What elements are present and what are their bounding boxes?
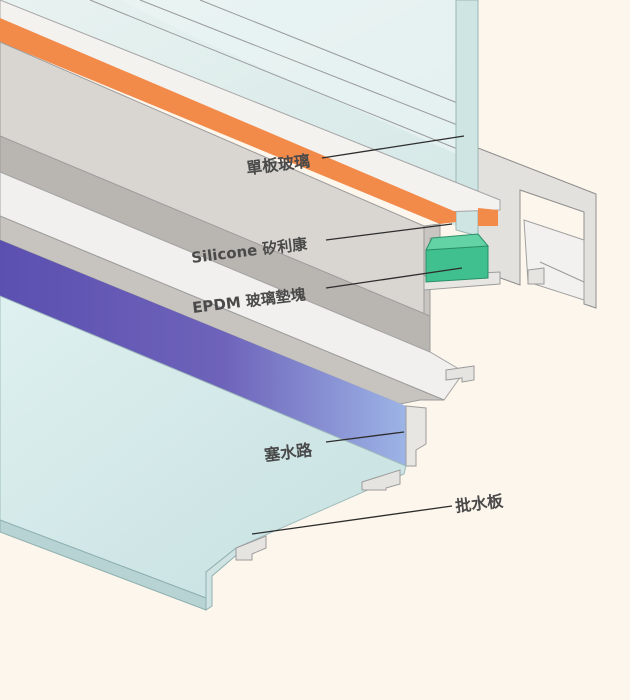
sill-foot-3 [527, 267, 545, 285]
leader-sill [251, 505, 453, 535]
aluminium-band-mid [0, 215, 445, 405]
leader-gutter [325, 431, 405, 443]
epdm-block [425, 245, 489, 283]
sill-foot-1 [235, 535, 267, 561]
frame-profile-right-inner [523, 219, 585, 301]
silicone-strip-right [478, 208, 498, 226]
sill-foot-2 [361, 469, 401, 491]
leader-silicone [325, 223, 453, 241]
silicone-strip [0, 18, 456, 224]
aluminium-band-light [0, 171, 465, 401]
glass-pane-reflection [120, 0, 470, 160]
water-channel [0, 240, 406, 466]
water-channel-wall [405, 405, 427, 467]
profile-foot-upper [445, 365, 475, 383]
leader-glass [321, 135, 465, 159]
aluminium-rail-top [0, 0, 501, 213]
leader-epdm [325, 267, 463, 289]
label-sill: 批水板 [454, 491, 505, 516]
epdm-block-top [425, 233, 490, 251]
